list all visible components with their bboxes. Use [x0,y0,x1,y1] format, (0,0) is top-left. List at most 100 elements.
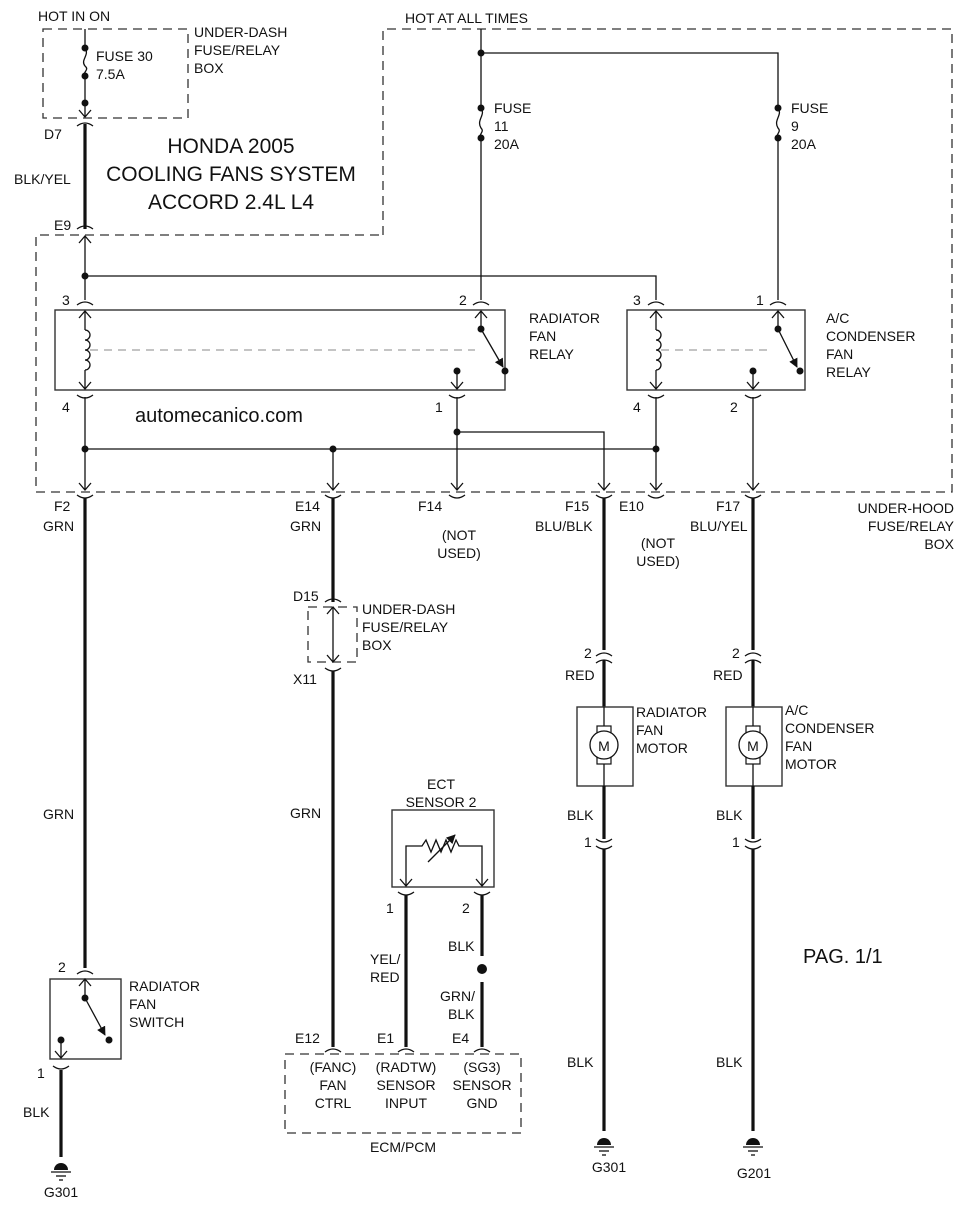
fuse-11-rating: 20A [494,136,520,152]
svg-text:UNDER-DASH: UNDER-DASH [362,601,455,617]
splice-point [477,964,487,974]
radiator-relay-pin-2: 2 [459,292,467,308]
svg-text:HONDA 2005: HONDA 2005 [167,135,294,158]
ground-icon [594,1138,614,1156]
hot-in-on-label: HOT IN ON [38,8,110,24]
ground-g201: G201 [737,1165,771,1181]
switch-pin-1: 1 [37,1065,45,1081]
fuse-9-number: 9 [791,118,799,134]
condenser-fan-motor: M [725,706,783,787]
connector-d7 [76,122,94,127]
svg-text:CTRL: CTRL [315,1095,352,1111]
svg-text:(NOT: (NOT [641,535,676,551]
radiator-motor-pin-2: 2 [584,645,592,661]
svg-text:FAN: FAN [319,1077,346,1093]
connector-e14-label: E14 [295,498,320,514]
ecm-terminal-radtw: (RADTW) SENSOR INPUT [376,1059,437,1111]
connector-x11-label: X11 [293,671,317,687]
connector-f14 [448,494,466,499]
radiator-fan-switch [49,978,122,1060]
wire-color-red-condenser: RED [713,667,743,683]
svg-text:UNDER-DASH: UNDER-DASH [194,24,287,40]
svg-text:GRN/: GRN/ [440,988,475,1004]
motor-m-icon: M [598,738,610,754]
wire-color-blk-radiator-lower: BLK [567,1054,594,1070]
radiator-fan-motor: M [576,706,634,787]
connector-f14-label: F14 [418,498,442,514]
connector-f15-label: F15 [565,498,589,514]
svg-text:CONDENSER: CONDENSER [785,720,874,736]
svg-text:RADIATOR: RADIATOR [636,704,707,720]
wire-color-blk-switch: BLK [23,1104,50,1120]
svg-text:MOTOR: MOTOR [785,756,837,772]
radiator-fan-motor-label: RADIATOR FAN MOTOR [636,704,707,756]
ecm-pcm-box [284,1053,522,1134]
svg-text:RED: RED [370,969,400,985]
connector-e9 [76,225,94,230]
fuse-9-rating: 20A [791,136,817,152]
ecm-terminal-fanc: (FANC) FAN CTRL [310,1059,357,1111]
fuse-9 [774,104,782,142]
wire-color-blk-radiator: BLK [567,807,594,823]
ecm-pcm-label: ECM/PCM [370,1139,436,1155]
condenser-relay-pin-4: 4 [633,399,641,415]
motor-m-icon: M [747,738,759,754]
connector-f17-label: F17 [716,498,740,514]
svg-text:FUSE/RELAY: FUSE/RELAY [868,518,955,534]
svg-text:(FANC): (FANC) [310,1059,357,1075]
under-dash-box-top [42,28,189,119]
connector-e10 [647,494,665,499]
svg-text:FUSE/RELAY: FUSE/RELAY [194,42,281,58]
under-dash-box-mid [307,606,358,663]
svg-text:BLK: BLK [448,1006,475,1022]
svg-text:(SG3): (SG3) [463,1059,500,1075]
wire-color-blu-blk: BLU/BLK [535,518,593,534]
wire-color-red-radiator: RED [565,667,595,683]
under-hood-box [35,28,953,493]
svg-text:USED): USED) [636,553,680,569]
svg-text:FAN: FAN [785,738,812,754]
condenser-motor-pin-2: 2 [732,645,740,661]
connector-d7-label: D7 [44,126,62,142]
condenser-fan-motor-label: A/C CONDENSER FAN MOTOR [785,702,874,772]
condenser-relay-label: A/C CONDENSER FAN RELAY [826,310,915,380]
svg-text:SENSOR: SENSOR [376,1077,435,1093]
svg-text:ACCORD 2.4L L4: ACCORD 2.4L L4 [148,191,314,214]
connector-f15 [595,494,613,499]
wire-color-grn-blk: GRN/ BLK [440,988,475,1022]
fuse-11 [477,104,485,142]
svg-text:RELAY: RELAY [529,346,575,362]
svg-text:FUSE/RELAY: FUSE/RELAY [362,619,449,635]
connector-e10-label: E10 [619,498,644,514]
svg-text:RELAY: RELAY [826,364,872,380]
svg-text:USED): USED) [437,545,481,561]
connector-e1-label: E1 [377,1030,394,1046]
fuse-30-name: FUSE 30 [96,48,153,64]
connector-f2-label: F2 [54,498,71,514]
svg-text:BOX: BOX [924,536,954,552]
wire-color-blk-yel: BLK/YEL [14,171,71,187]
connector-e9-label: E9 [54,217,71,233]
svg-text:UNDER-HOOD: UNDER-HOOD [858,500,954,516]
wire-color-grn-e14: GRN [290,518,321,534]
connector-e4-label: E4 [452,1030,469,1046]
svg-text:MOTOR: MOTOR [636,740,688,756]
radiator-relay-label: RADIATOR FAN RELAY [529,310,600,362]
connector-f17 [744,494,762,499]
radiator-motor-pin-1: 1 [584,834,592,850]
svg-text:YEL/: YEL/ [370,951,400,967]
hot-at-all-times-label: HOT AT ALL TIMES [405,10,528,26]
condenser-fan-relay [626,301,806,399]
svg-text:FAN: FAN [129,996,156,1012]
diagram-title: HONDA 2005 COOLING FANS SYSTEM ACCORD 2.… [106,135,356,214]
svg-text:SENSOR 2: SENSOR 2 [406,794,477,810]
svg-text:INPUT: INPUT [385,1095,427,1111]
svg-text:GND: GND [466,1095,497,1111]
ect-sensor [391,809,495,888]
connector-d15 [324,598,342,603]
under-dash-box-mid-label: UNDER-DASH FUSE/RELAY BOX [362,601,455,653]
svg-text:BOX: BOX [362,637,392,653]
radiator-relay-pin-3: 3 [62,292,70,308]
connector-d15-label: D15 [293,588,319,604]
radiator-fan-relay [54,301,509,399]
